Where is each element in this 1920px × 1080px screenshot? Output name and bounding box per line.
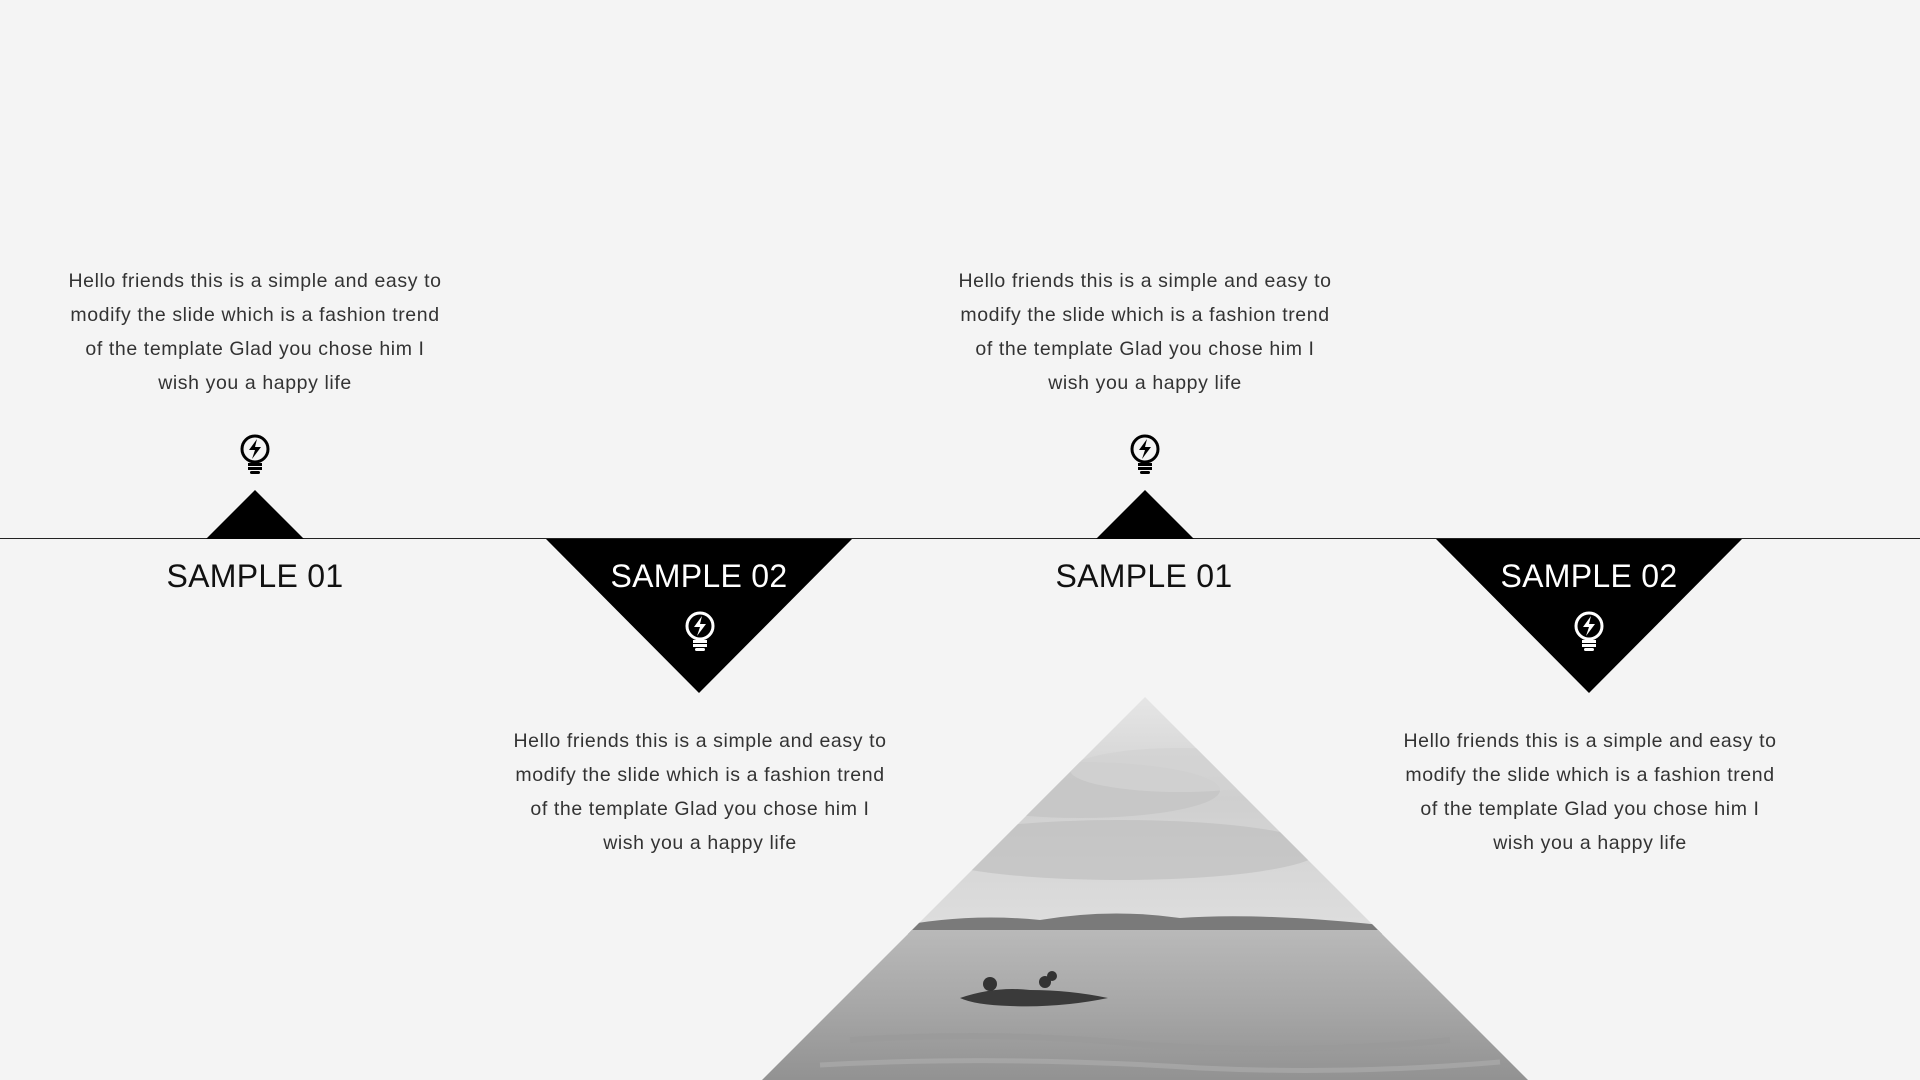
milestone-3-description: Hello friends this is a simple and easy … — [958, 270, 1332, 394]
milestone-3-title: SAMPLE 01 — [1055, 558, 1233, 594]
timeline-line — [0, 538, 1920, 539]
lightbulb-icon — [1130, 434, 1160, 474]
milestone-3-marker — [1096, 490, 1194, 539]
milestone-1-title: SAMPLE 01 — [166, 558, 344, 594]
milestone-1-marker — [206, 490, 304, 539]
milestone-1-description: Hello friends this is a simple and easy … — [68, 270, 442, 394]
milestone-2-title: SAMPLE 02 — [610, 558, 788, 594]
lightbulb-icon — [685, 611, 715, 651]
milestone-2-description: Hello friends this is a simple and easy … — [513, 730, 887, 854]
lightbulb-icon — [1574, 611, 1604, 651]
milestone-4-title: SAMPLE 02 — [1500, 558, 1678, 594]
milestone-4-description: Hello friends this is a simple and easy … — [1403, 730, 1777, 854]
milestone-4-marker — [1436, 539, 1742, 693]
milestone-2-marker — [546, 539, 852, 693]
lightbulb-icon — [240, 434, 270, 474]
